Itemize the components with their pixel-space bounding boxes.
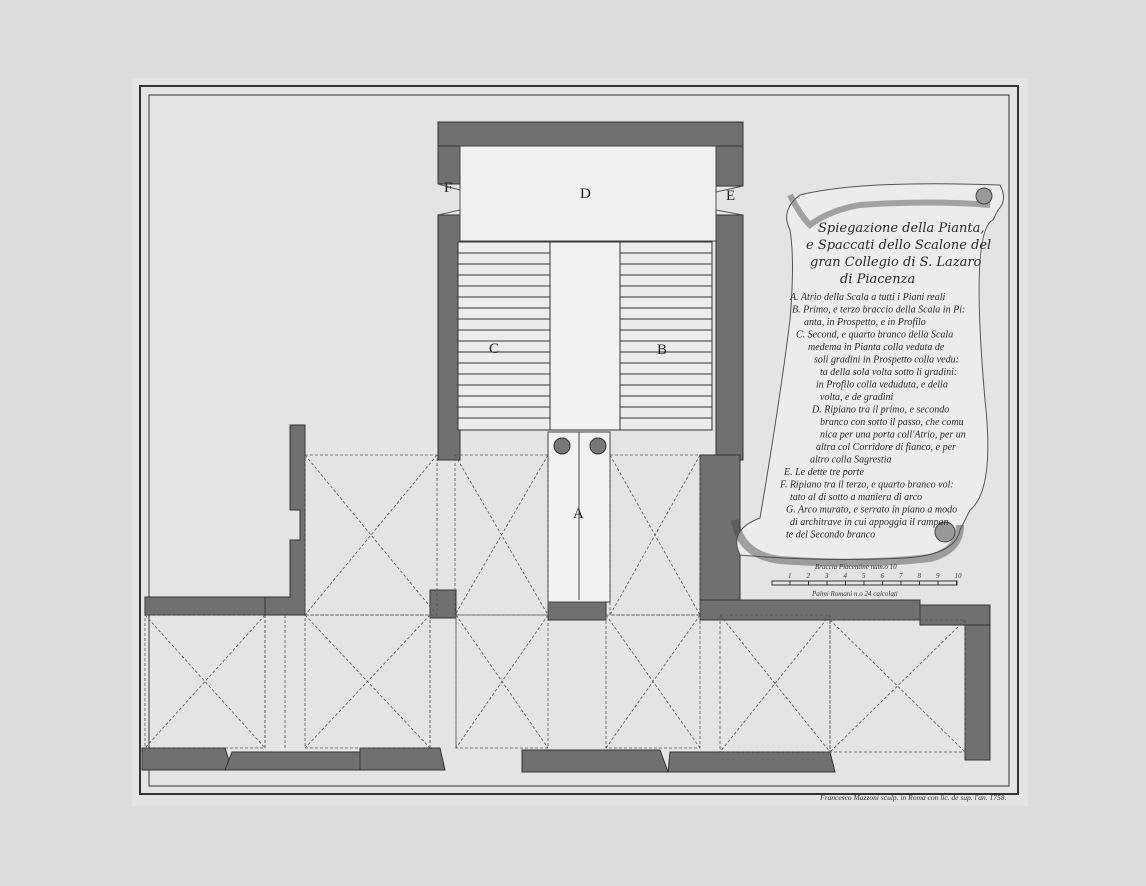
inner-frame	[148, 94, 1010, 787]
svg-text:e Spaccati dello Scalone del: e Spaccati dello Scalone del	[806, 238, 991, 253]
legend-entry: tato al di sotto a maniera di arco	[790, 492, 922, 503]
column-right	[589, 437, 607, 455]
legend-entry: medema in Pianta colla veduta de	[808, 342, 945, 353]
engraver-signature: Francesco Mazzoni sculp. in Roma con lic…	[819, 793, 1006, 802]
vault-diagonal	[605, 614, 701, 749]
legend-entry: in Profilo colla veduduta, e della	[816, 380, 948, 391]
legend-entry: G. Arco murato, e serrato in piano a mod…	[786, 505, 957, 516]
vault-diagonal	[455, 614, 549, 749]
vault-diagonal	[304, 454, 438, 616]
vault-diagonal	[304, 454, 438, 616]
label-f: F	[444, 180, 452, 196]
vault-diagonal	[304, 614, 431, 749]
column-left	[553, 437, 571, 455]
scale-tick-label: 9	[936, 572, 940, 580]
staircase	[457, 241, 713, 431]
legend-entry: E. Le dette tre porte	[783, 467, 864, 478]
door-f	[437, 183, 461, 216]
scale-tick-label: 8	[918, 572, 922, 580]
legend-entry: branco con sotto il passo, che comu	[820, 417, 964, 428]
door-e	[715, 185, 744, 216]
vault-bay	[829, 619, 966, 753]
vault-bay	[455, 614, 549, 749]
label-d: D	[580, 186, 591, 202]
legend-entry: B. Primo, e terzo braccio della Scala in…	[792, 305, 965, 316]
legend-entry: F. Ripiano tra il terzo, e quarto branco…	[779, 480, 954, 491]
columns	[547, 431, 611, 603]
legend-entry: te del Secondo branco	[786, 530, 875, 541]
vault-diagonal	[829, 619, 966, 753]
label-b: B	[657, 342, 667, 358]
legend-entry: A. Atrio della Scala a tutti i Piani rea…	[789, 292, 945, 303]
scale-tick-label: 7	[899, 572, 903, 580]
legend-entry: C. Second, e quarto branco della Scala	[796, 330, 953, 341]
scale-tick-label: 5	[862, 572, 866, 580]
scale-tick-label: 3	[824, 572, 829, 580]
legend-entry: altro colla Sagrestia	[810, 455, 891, 466]
vault-bay	[605, 614, 701, 749]
scale-braccia-label: Braccia Piacentine num.o 10	[815, 563, 897, 571]
vault-bay	[719, 614, 831, 753]
label-c: C	[489, 341, 499, 357]
legend-entry: altra col Corridore di fianco, e per	[816, 442, 956, 453]
legend-scroll	[731, 183, 1004, 567]
legend-entry: volta, e de gradini	[820, 392, 894, 403]
svg-text:gran Collegio di S. Lazaro: gran Collegio di S. Lazaro	[810, 255, 982, 270]
legend-entry: ta della sola volta sotto li gradini:	[820, 367, 957, 378]
vault-diagonal	[719, 614, 831, 753]
vault-grid	[144, 454, 966, 753]
legend-entry: anta, in Prospetto, e in Profilo	[804, 317, 926, 328]
legend-entry: di architrave in cui appoggia il rampan	[790, 517, 949, 528]
scale-palmi-label: Palmi Romani n.o 24 calcolati	[811, 590, 898, 598]
scale-tick-label: 10	[955, 572, 963, 580]
vault-diagonal	[454, 454, 549, 616]
legend-entries: A. Atrio della Scala a tutti i Piani rea…	[779, 292, 966, 541]
scale-tick-label: 2	[807, 572, 811, 580]
label-a: A	[573, 506, 584, 522]
vault-bay	[609, 454, 701, 616]
svg-text:Spiegazione della Pianta,: Spiegazione della Pianta,	[818, 221, 985, 236]
legend-entry: D. Ripiano tra il primo, e secondo	[811, 405, 949, 416]
label-e: E	[726, 188, 735, 204]
vault-diagonal	[609, 454, 701, 616]
legend-entry: soli gradini in Prospetto colla vedu:	[814, 355, 959, 366]
scale-tick-label: 6	[881, 572, 885, 580]
svg-text:di Piacenza: di Piacenza	[840, 272, 915, 287]
outer-frame	[139, 85, 1019, 795]
vault-diagonal	[829, 619, 966, 753]
scale-tick-label: 4	[844, 572, 848, 580]
legend-title: Spiegazione della Pianta, e Spaccati del…	[806, 221, 991, 287]
scale-tick-label: 1	[788, 572, 792, 580]
legend-entry: nica per una porta coll'Atrio, per un	[820, 430, 966, 441]
vault-bay	[454, 454, 549, 616]
